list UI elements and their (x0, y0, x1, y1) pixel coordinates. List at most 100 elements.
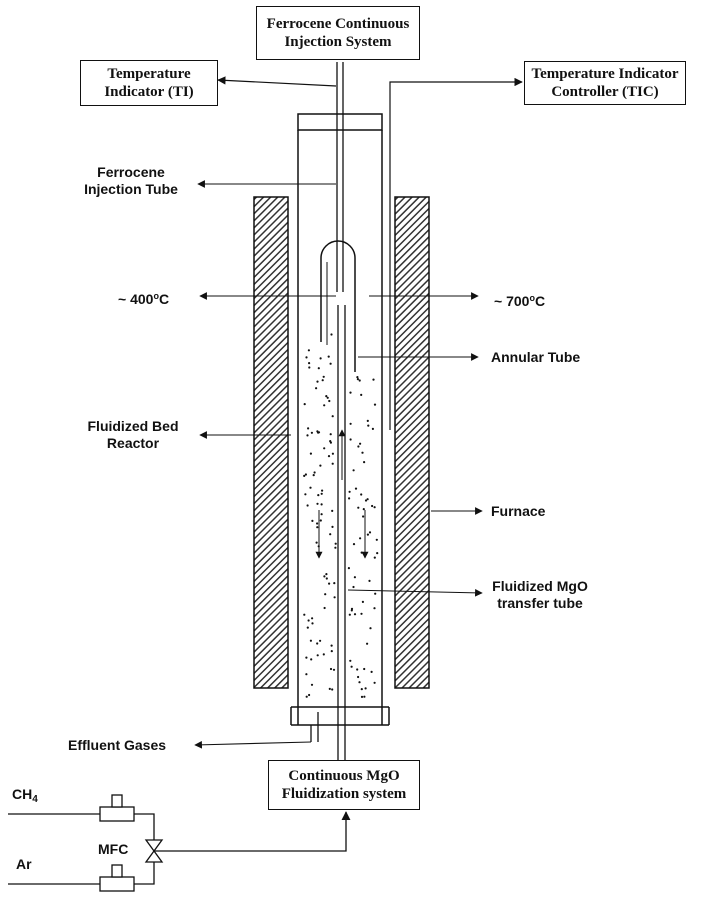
particle-dot (331, 452, 334, 455)
mgo-transfer-tube-label: Fluidized MgO transfer tube (490, 578, 590, 612)
particle-dot (327, 455, 331, 458)
particle-dot (305, 695, 308, 698)
temperature-controller-box: Temperature Indicator Controller (TIC) (524, 61, 686, 105)
particle-dot (303, 474, 306, 477)
ch4-formula: CH (12, 786, 33, 802)
particle-dot (320, 492, 323, 495)
particle-dot (316, 380, 319, 383)
particle-dot (356, 668, 359, 671)
particle-dot (323, 575, 326, 578)
label-line: Ferrocene (97, 164, 165, 180)
particle-dot (375, 538, 378, 541)
temperature-400-label: ~ 400oC (118, 288, 169, 308)
box-line: Ferrocene Continuous (266, 16, 410, 32)
particle-dot (319, 464, 322, 467)
particle-dot (362, 515, 365, 518)
leader-lines (194, 180, 483, 749)
particle-dot (358, 379, 361, 382)
particle-dot (331, 688, 334, 691)
particle-dot (304, 493, 307, 496)
particle-dot (333, 582, 336, 585)
mgo-fluidization-box: Continuous MgO Fluidization system (268, 760, 420, 810)
particle-dot (366, 642, 369, 645)
particle-dot (327, 355, 330, 358)
ch4-label: CH4 (12, 786, 38, 808)
particle-dot (316, 526, 319, 529)
annular-tube (320, 240, 356, 372)
particle-dot (315, 387, 318, 390)
particle-dot (376, 552, 379, 555)
particle-dot (316, 522, 319, 525)
particle-dot (371, 427, 374, 430)
furnace-label: Furnace (491, 503, 546, 519)
particle-dot (311, 519, 314, 523)
particle-dot (331, 525, 334, 529)
particle-dot (359, 442, 362, 445)
particle-dot (361, 600, 364, 604)
particle-dot (305, 673, 308, 676)
reactor-vessel (290, 113, 390, 726)
particle-dot (325, 395, 328, 398)
particle-dot (329, 440, 332, 443)
annular-tube-label: Annular Tube (491, 349, 581, 365)
particle-dot (326, 396, 329, 399)
particle-dot (360, 688, 363, 691)
particle-dot (317, 494, 320, 497)
particle-dot (306, 626, 309, 629)
particle-dot (329, 667, 333, 671)
particle-dot (319, 519, 322, 522)
particle-dot (360, 393, 363, 396)
particle-dot (305, 656, 308, 659)
particle-dot (360, 695, 364, 699)
particle-dot (349, 438, 352, 441)
particle-dot (330, 644, 333, 647)
particle-dot (360, 612, 363, 615)
particle-dot (369, 627, 372, 630)
particle-dot (356, 378, 359, 381)
particle-dot (328, 687, 331, 691)
temp-value: ~ 700 (494, 293, 530, 309)
particle-dot (358, 681, 361, 684)
particle-dot (322, 375, 325, 378)
furnace-right-wall (394, 196, 430, 689)
particle-dot (329, 433, 332, 436)
particle-dot (321, 379, 324, 382)
particle-dot (317, 545, 320, 548)
particle-dot (349, 422, 352, 425)
particle-dot (316, 642, 319, 645)
particle-dot (303, 403, 306, 406)
particle-dot (366, 419, 369, 422)
degree-mark: o (529, 293, 535, 303)
effluent-pipe (310, 712, 319, 742)
particle-dot (329, 533, 332, 536)
particle-dot (372, 378, 375, 381)
particle-dot (367, 424, 370, 427)
particle-dot (331, 509, 334, 512)
particle-dot (360, 493, 363, 496)
particle-dot (308, 366, 311, 369)
particle-dot (362, 508, 365, 511)
particle-dot (315, 541, 318, 544)
particle-dot (309, 486, 312, 489)
particle-dot (370, 670, 373, 674)
particle-dot (319, 357, 322, 360)
particle-dot (323, 606, 326, 610)
label-line: Fluidized Bed (87, 418, 179, 434)
mgo-transfer-tube (337, 305, 346, 760)
particle-dot (311, 617, 314, 620)
particle-dot (366, 533, 369, 536)
particle-dot (371, 504, 374, 508)
temperature-700-label: ~ 700oC (494, 290, 545, 310)
particle-dot (325, 577, 328, 580)
particle-dot (364, 687, 367, 690)
particle-dot (331, 415, 334, 418)
tic-thermowell (389, 77, 523, 430)
particle-dot (354, 487, 358, 490)
particle-dot (363, 667, 366, 671)
particle-dot (328, 582, 331, 585)
particle-dot (317, 367, 320, 370)
temperature-indicator-box: Temperature Indicator (TI) (80, 60, 218, 106)
particle-dot (352, 469, 355, 472)
